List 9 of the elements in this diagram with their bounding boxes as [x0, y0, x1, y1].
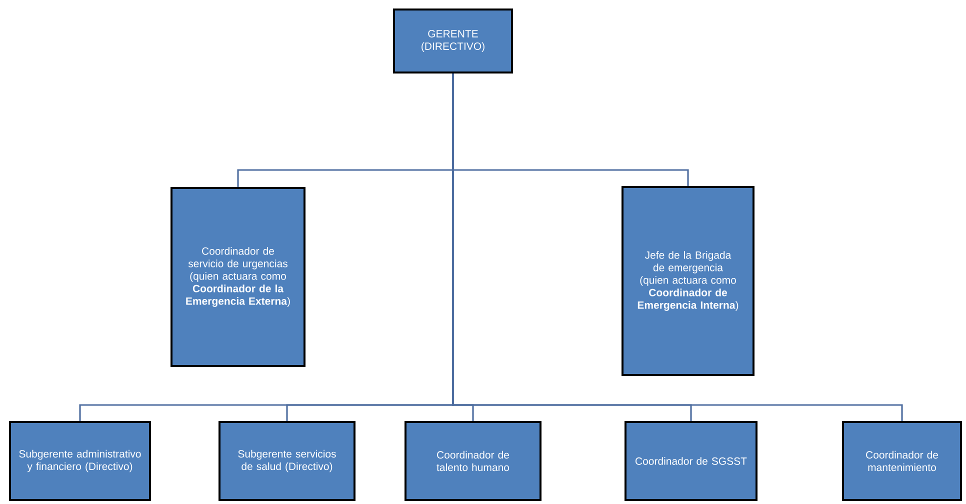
org-box: Coordinador de SGSST — [624, 421, 758, 501]
org-box: Coordinador de mantenimiento — [842, 421, 962, 501]
connector-line — [452, 74, 903, 421]
org-box: GERENTE (DIRECTIVO) — [393, 8, 513, 74]
org-box: Coordinador de talento humano — [404, 421, 542, 501]
org-box: Coordinador de servicio de urgencias (quien actuara como Coordinador de la Emergencia Externa) — [170, 187, 306, 367]
org-box: Subgerente administrativo y financiero (Directivo) — [9, 421, 151, 501]
org-box: Jefe de la Brigada de emergencia (quien actuara como Coordinador de Emergencia Interna) — [622, 186, 754, 376]
org-box: Subgerente servicios de salud (Directivo) — [218, 421, 356, 501]
